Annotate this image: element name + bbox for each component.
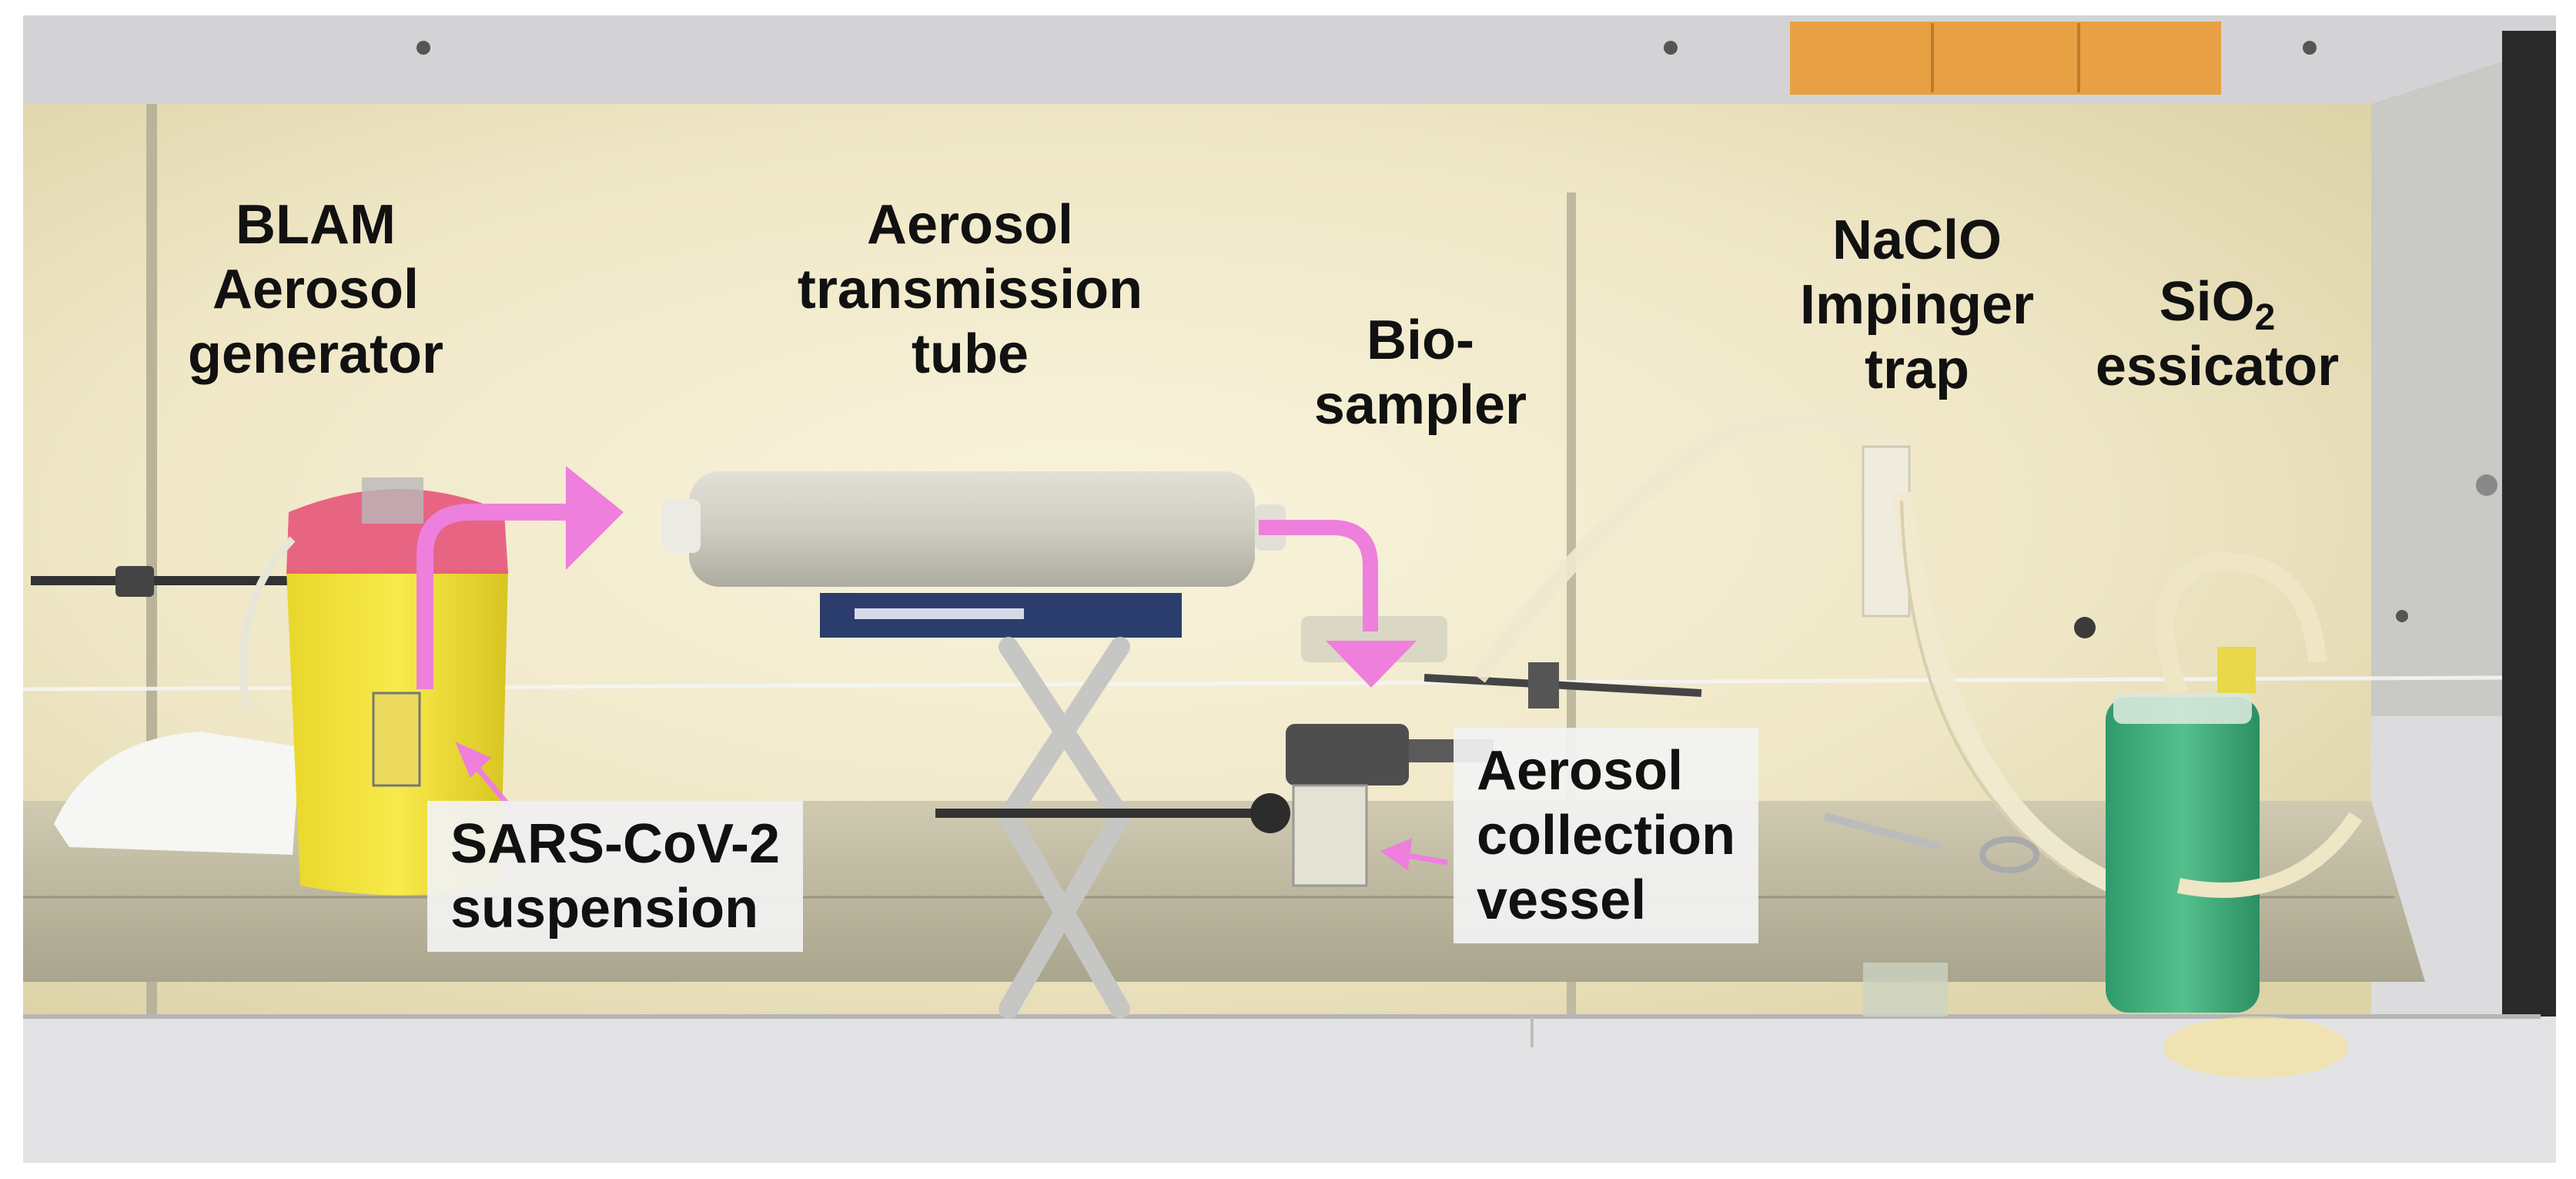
cabinet-side-panel — [2371, 62, 2502, 716]
cabinet-front-rail — [23, 1017, 2556, 1163]
desiccator-column — [2106, 697, 2260, 1013]
suspension-vial — [372, 692, 421, 787]
transmission-tube — [689, 471, 1255, 587]
label-transmission-tube: Aerosol transmission tube — [797, 194, 1143, 385]
collection-vessel — [1292, 784, 1368, 887]
label-biosampler: Bio- sampler — [1313, 310, 1527, 436]
label-sio2-essicator: SiO2 essicator — [2095, 271, 2340, 397]
label-impinger-trap: NaClO Impinger trap — [1799, 209, 2035, 400]
label-aerosol-collection-vessel: Aerosol collection vessel — [1454, 728, 1759, 943]
label-blam-generator: BLAM Aerosol generator — [187, 194, 444, 385]
orange-sticker — [1790, 22, 2221, 95]
label-sars-cov-2-suspension: SARS-CoV-2 suspension — [427, 801, 804, 952]
scissor-lift — [999, 637, 1130, 1019]
pointer-arrow-collection — [1380, 838, 1448, 871]
flow-arrow-generator-to-tube — [417, 466, 624, 689]
flow-arrow-tube-to-biosampler — [1259, 520, 1417, 688]
connecting-tubing — [1471, 412, 1916, 683]
white-cloth — [54, 732, 300, 855]
cabinet-right-edge — [2502, 31, 2556, 1155]
